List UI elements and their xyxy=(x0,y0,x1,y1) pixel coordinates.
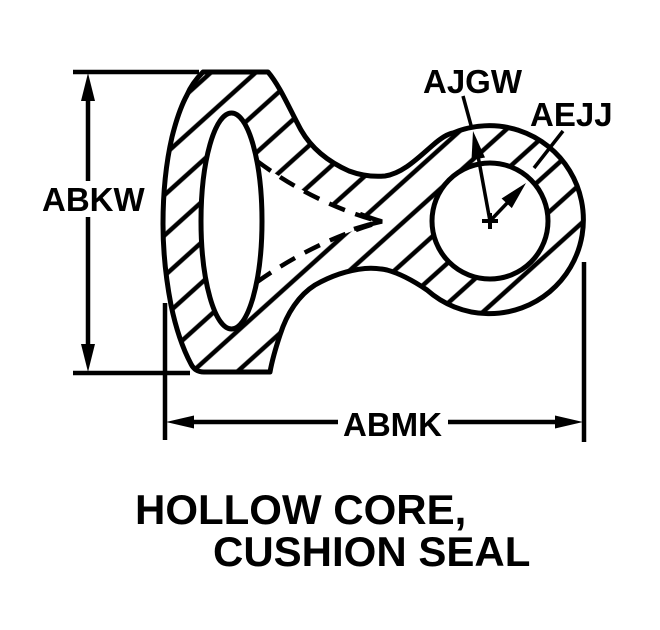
abmk-label: ABMK xyxy=(343,406,442,443)
abmk-dimension xyxy=(162,262,587,442)
aejj-arrowhead xyxy=(501,183,526,209)
abkw-arrow-down xyxy=(81,344,95,372)
aejj-callout xyxy=(488,129,565,223)
bore-circle xyxy=(429,160,551,282)
ajgw-label: AJGW xyxy=(423,63,523,100)
hollow-core-ellipse xyxy=(198,110,265,332)
abkw-arrow-up xyxy=(81,73,95,101)
part-outline xyxy=(160,69,586,375)
abkw-dimension xyxy=(73,69,199,376)
aejj-label: AEJJ xyxy=(530,96,613,133)
ajgw-callout xyxy=(461,95,492,222)
core-taper-region xyxy=(257,161,378,282)
abmk-arrow-left xyxy=(166,415,194,429)
figure-title-line1: HOLLOW CORE, xyxy=(135,486,466,533)
ajgw-leader-line xyxy=(461,95,474,130)
figure-title-line2: CUSHION SEAL xyxy=(213,528,530,575)
abmk-arrow-right xyxy=(555,415,583,429)
ajgw-arrowhead xyxy=(471,131,485,160)
abkw-label: ABKW xyxy=(42,181,145,218)
aejj-leader-line xyxy=(532,129,565,170)
core-taper-cusp xyxy=(353,211,383,232)
